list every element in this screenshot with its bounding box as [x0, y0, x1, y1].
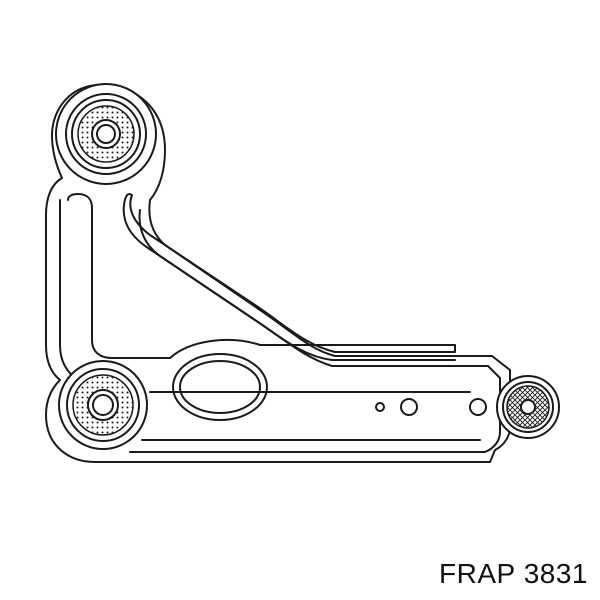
part-number-label: 3831 [523, 558, 588, 589]
small-hole-middle [400, 398, 418, 416]
oval-cutout-inner [179, 360, 261, 414]
arm-outer-outline [45, 84, 511, 463]
brand-label: FRAP [439, 558, 516, 589]
oval-cutout-outer [172, 353, 268, 421]
small-hole-right [469, 398, 487, 416]
small-hole-left [375, 402, 385, 412]
arm-web-recess [67, 193, 456, 361]
top-bushing [55, 83, 157, 185]
bottom-bushing [58, 360, 148, 450]
arm-lower-edge [141, 391, 481, 441]
ball-joint [496, 375, 560, 439]
